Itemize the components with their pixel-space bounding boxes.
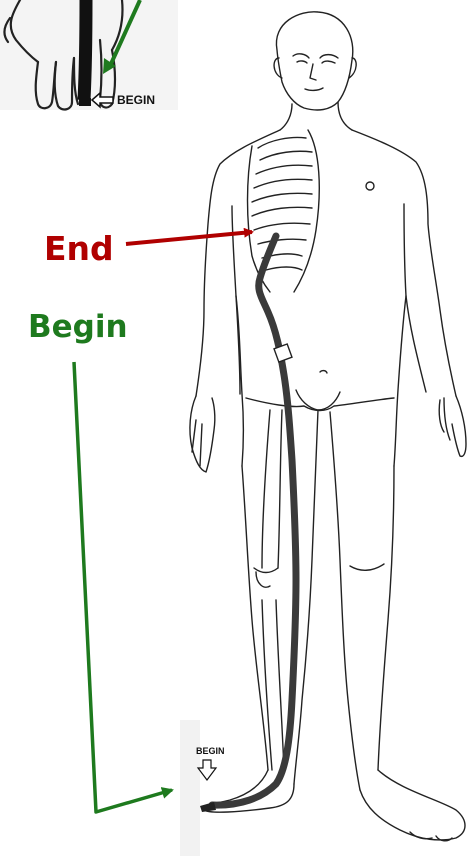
foot-begin-label: BEGIN: [196, 746, 225, 756]
begin-label: Begin: [28, 309, 128, 345]
begin-arrow: [74, 362, 172, 812]
hand-inset: BEGIN: [0, 0, 178, 110]
body-figure: [190, 12, 466, 841]
end-label: End: [44, 229, 114, 268]
meridian-path: [212, 236, 296, 805]
page-edge-shade: [180, 720, 200, 856]
inset-begin-label: BEGIN: [117, 93, 155, 107]
foot-begin-marker: BEGIN: [196, 746, 225, 780]
